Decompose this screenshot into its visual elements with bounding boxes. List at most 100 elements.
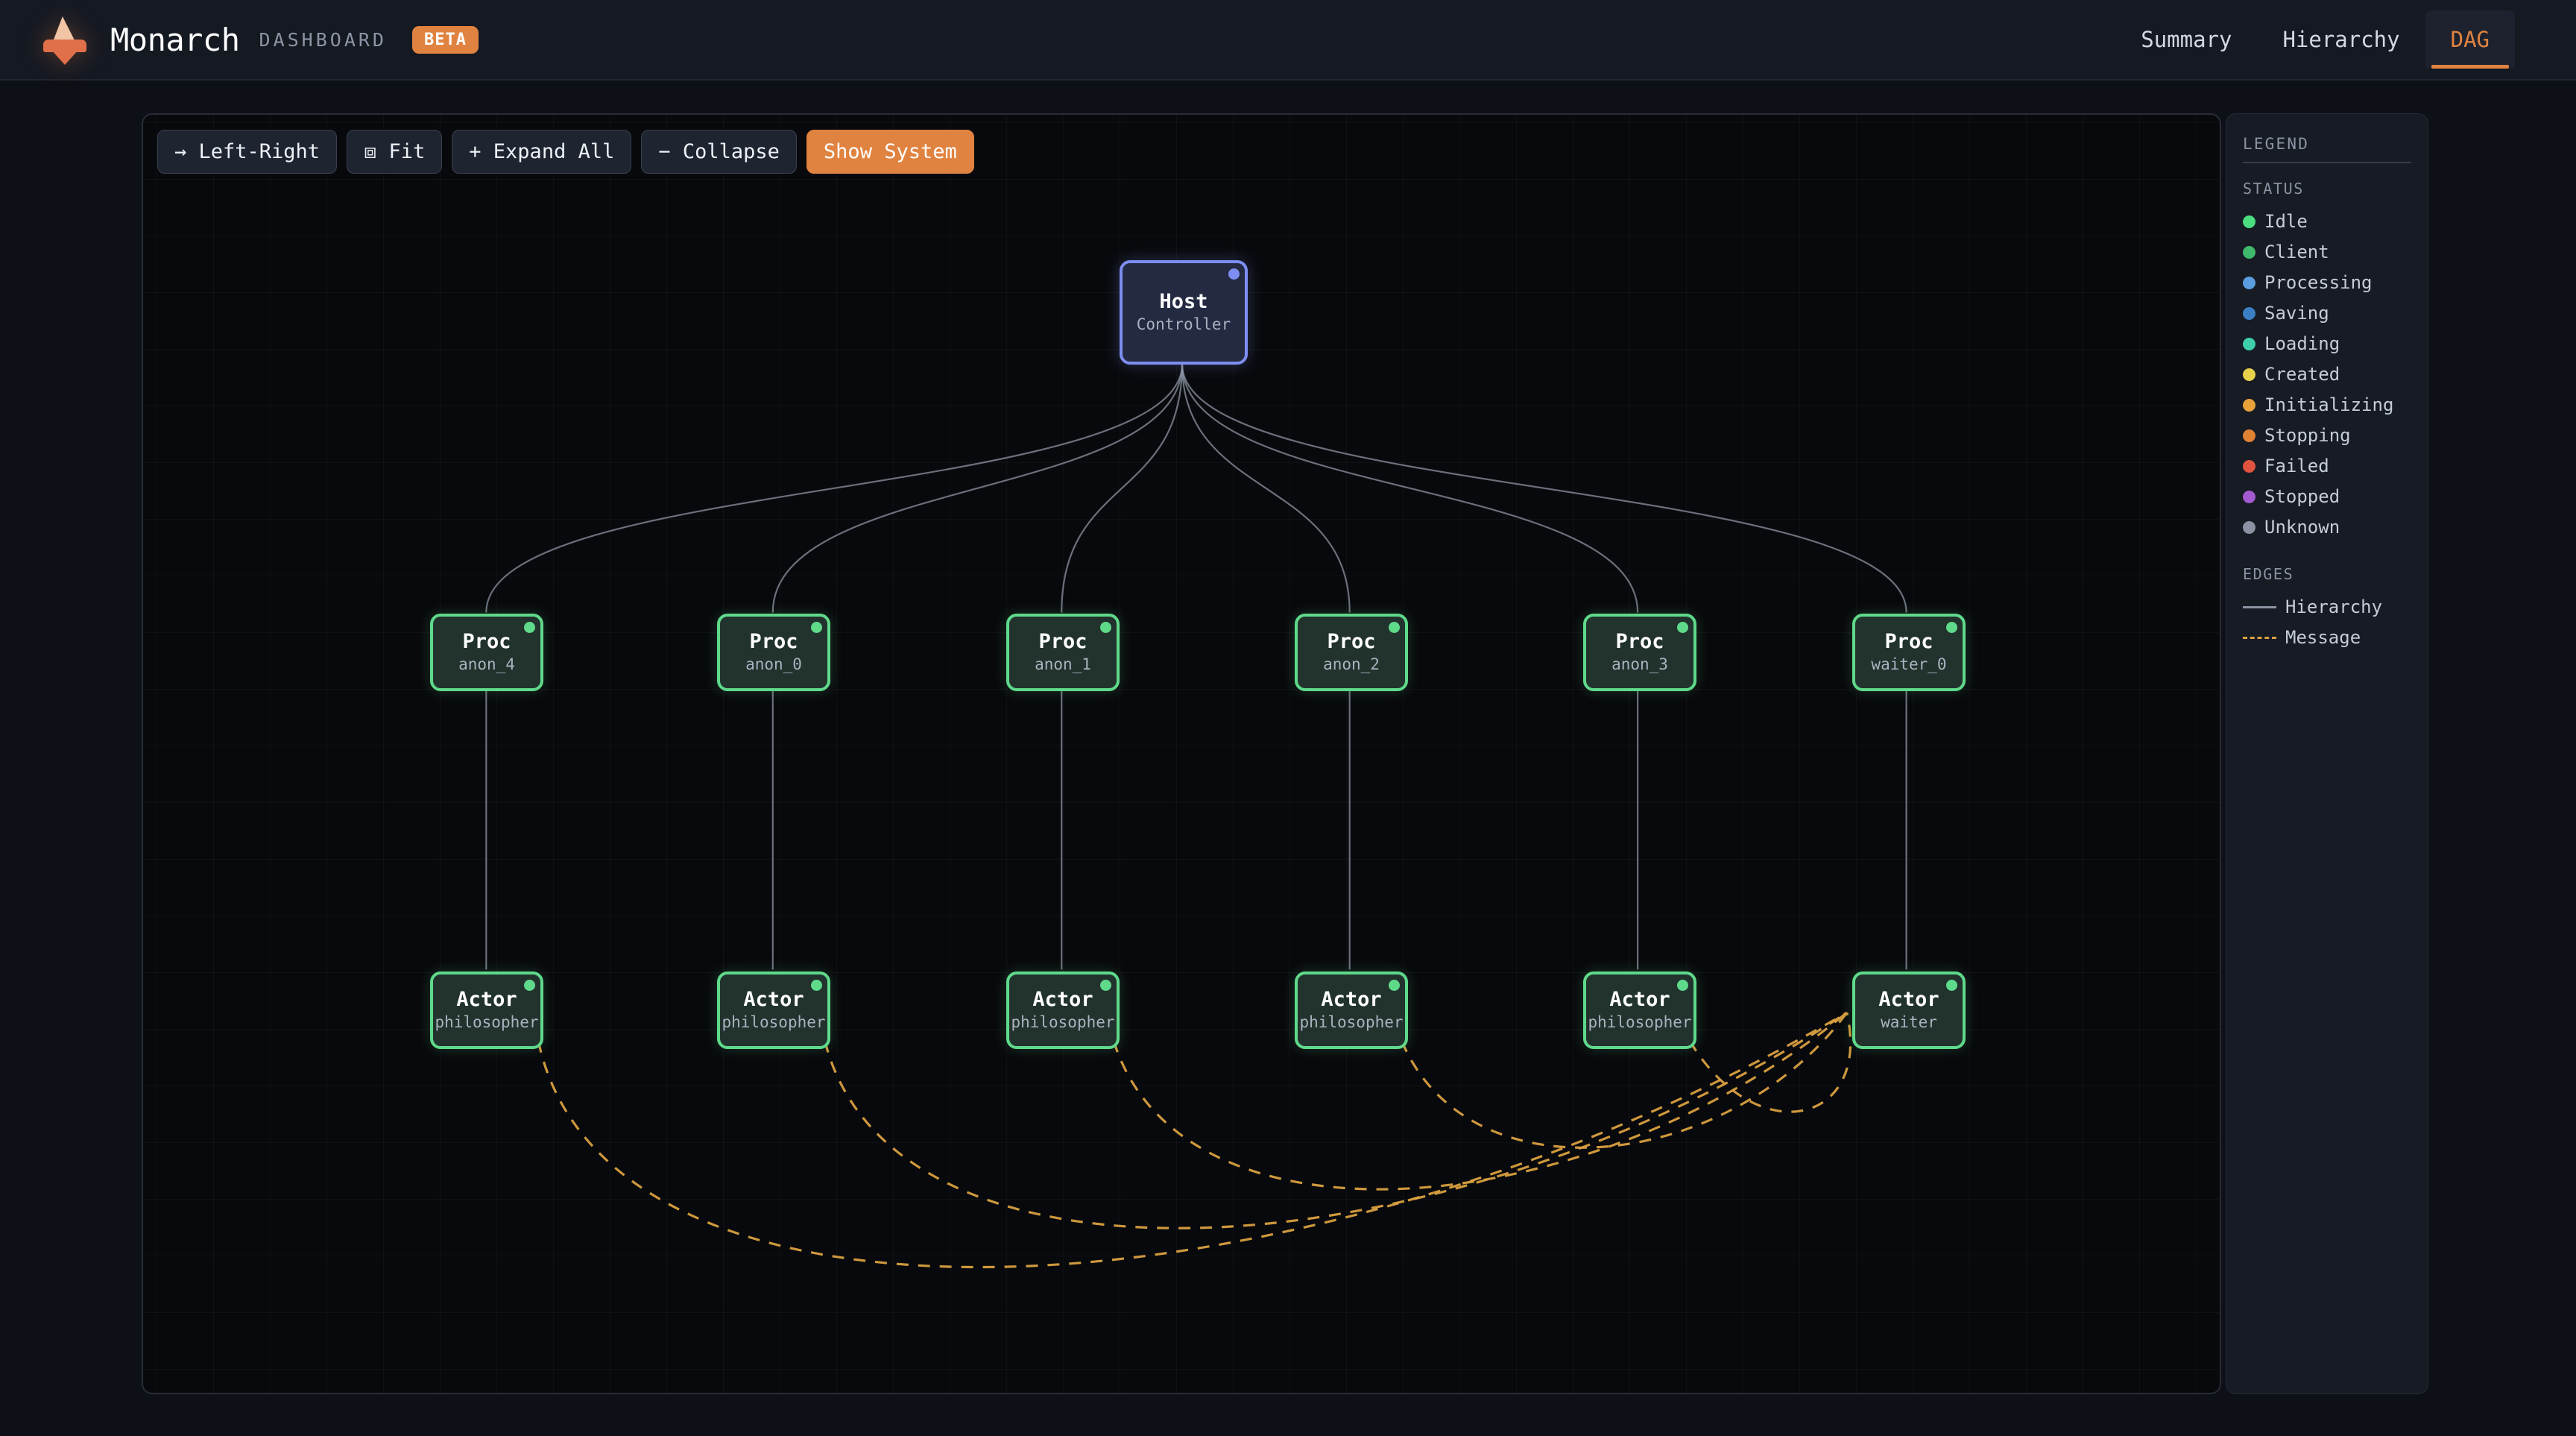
node-status-dot-icon	[1389, 622, 1400, 633]
node-status-dot-icon	[1677, 622, 1688, 633]
message-edge	[1114, 1013, 1847, 1189]
status-dot-icon	[2243, 460, 2255, 473]
legend-status-label: Failed	[2264, 456, 2329, 476]
legend-status-title: STATUS	[2243, 180, 2411, 198]
graph-toolbar: → Left-Right⧈ Fit+ Expand All− CollapseS…	[157, 130, 974, 174]
legend-edge-item-message: Message	[2243, 623, 2411, 653]
legend-status-label: Client	[2264, 242, 2329, 262]
node-subtitle: anon_4	[458, 655, 515, 675]
top-bar: Monarch DASHBOARD BETA SummaryHierarchyD…	[0, 0, 2576, 81]
toolbar-button-collapse[interactable]: − Collapse	[641, 130, 797, 174]
node-subtitle: waiter	[1881, 1013, 1937, 1033]
edge-style-dashed-icon	[2243, 637, 2276, 639]
legend-status-label: Processing	[2264, 272, 2373, 293]
app-subtitle: DASHBOARD	[259, 29, 387, 51]
node-status-dot-icon	[1100, 622, 1111, 633]
node-subtitle: philosopher	[1588, 1013, 1691, 1033]
beta-badge: BETA	[412, 26, 479, 54]
legend-status-label: Stopping	[2264, 425, 2351, 446]
hierarchy-edge	[1061, 364, 1182, 612]
legend-status-item-failed: Failed	[2243, 451, 2411, 482]
dag-canvas[interactable]: → Left-Right⧈ Fit+ Expand All− CollapseS…	[142, 113, 2221, 1394]
nav-tab-dag[interactable]: DAG	[2425, 10, 2515, 69]
legend-status-label: Unknown	[2264, 517, 2340, 538]
monarch-butterfly-logo-icon	[39, 15, 91, 64]
status-dot-icon	[2243, 491, 2255, 503]
legend-status-item-initializing: Initializing	[2243, 390, 2411, 421]
graph-node-proc4[interactable]: Procanon_3	[1583, 614, 1696, 691]
legend-status-label: Stopped	[2264, 486, 2340, 507]
node-title: Proc	[1327, 630, 1375, 653]
message-edge	[538, 1013, 1846, 1267]
graph-node-proc3[interactable]: Procanon_2	[1295, 614, 1408, 691]
node-title: Proc	[1884, 630, 1933, 653]
graph-node-proc1[interactable]: Procanon_0	[717, 614, 830, 691]
toolbar-button-fit[interactable]: ⧈ Fit	[347, 130, 442, 174]
legend-status-item-saving: Saving	[2243, 298, 2411, 329]
status-dot-icon	[2243, 215, 2255, 228]
graph-node-actor0[interactable]: Actorphilosopher	[430, 971, 543, 1049]
node-title: Host	[1159, 290, 1208, 313]
graph-node-actor2[interactable]: Actorphilosopher	[1006, 971, 1120, 1049]
node-subtitle: philosopher	[435, 1013, 538, 1033]
graph-node-actor1[interactable]: Actorphilosopher	[717, 971, 830, 1049]
legend-status-label: Loading	[2264, 333, 2340, 354]
legend-status-item-processing: Processing	[2243, 268, 2411, 298]
workspace: → Left-Right⧈ Fit+ Expand All− CollapseS…	[0, 81, 2576, 1436]
node-status-dot-icon	[811, 980, 822, 991]
node-status-dot-icon	[811, 622, 822, 633]
legend-divider	[2243, 162, 2411, 163]
legend-title: LEGEND	[2243, 135, 2411, 162]
status-dot-icon	[2243, 277, 2255, 289]
node-title: Proc	[1038, 630, 1087, 653]
legend-edge-rows: HierarchyMessage	[2243, 592, 2411, 653]
graph-node-actor4[interactable]: Actorphilosopher	[1583, 971, 1696, 1049]
graph-node-actor5[interactable]: Actorwaiter	[1852, 971, 1966, 1049]
status-dot-icon	[2243, 246, 2255, 259]
legend-status-item-stopped: Stopped	[2243, 482, 2411, 512]
status-dot-icon	[2243, 521, 2255, 534]
hierarchy-edge	[1182, 364, 1638, 612]
node-title: Actor	[1609, 988, 1670, 1011]
graph-node-proc2[interactable]: Procanon_1	[1006, 614, 1120, 691]
legend-status-item-loading: Loading	[2243, 329, 2411, 359]
legend-status-item-idle: Idle	[2243, 207, 2411, 237]
graph-node-host[interactable]: HostController	[1120, 260, 1248, 365]
node-status-dot-icon	[524, 622, 535, 633]
toolbar-button-leftright[interactable]: → Left-Right	[157, 130, 337, 174]
graph-node-proc5[interactable]: Procwaiter_0	[1852, 614, 1966, 691]
node-title: Actor	[1321, 988, 1381, 1011]
node-status-dot-icon	[1677, 980, 1688, 991]
node-subtitle: Controller	[1137, 315, 1231, 335]
node-subtitle: philosopher	[1011, 1013, 1114, 1033]
hierarchy-edge	[486, 364, 1182, 612]
node-subtitle: anon_3	[1611, 655, 1668, 675]
node-subtitle: philosopher	[722, 1013, 825, 1033]
node-status-dot-icon	[1946, 622, 1957, 633]
toolbar-button-expand-all[interactable]: + Expand All	[452, 130, 631, 174]
node-title: Proc	[749, 630, 798, 653]
legend-edge-label: Message	[2285, 627, 2361, 648]
hierarchy-edge	[1182, 364, 1350, 612]
legend-edges-title: EDGES	[2243, 565, 2411, 583]
graph-node-actor3[interactable]: Actorphilosopher	[1295, 971, 1408, 1049]
message-edge	[1690, 1013, 1851, 1112]
graph-node-proc0[interactable]: Procanon_4	[430, 614, 543, 691]
legend-status-item-created: Created	[2243, 359, 2411, 390]
legend-edge-label: Hierarchy	[2285, 596, 2382, 617]
legend-status-item-stopping: Stopping	[2243, 421, 2411, 451]
node-title: Actor	[456, 988, 517, 1011]
nav-tab-summary[interactable]: Summary	[2115, 10, 2257, 69]
node-title: Proc	[1615, 630, 1664, 653]
edge-style-solid-icon	[2243, 606, 2276, 608]
status-dot-icon	[2243, 368, 2255, 381]
toolbar-button-show-system[interactable]: Show System	[806, 130, 974, 174]
legend-status-label: Idle	[2264, 211, 2308, 232]
status-dot-icon	[2243, 338, 2255, 350]
node-status-dot-icon	[1228, 268, 1240, 280]
nav-tab-hierarchy[interactable]: Hierarchy	[2257, 10, 2425, 69]
brand: Monarch DASHBOARD BETA	[39, 15, 479, 64]
app-title: Monarch	[110, 22, 240, 58]
hierarchy-edge	[773, 364, 1182, 612]
legend-status-label: Saving	[2264, 303, 2329, 324]
